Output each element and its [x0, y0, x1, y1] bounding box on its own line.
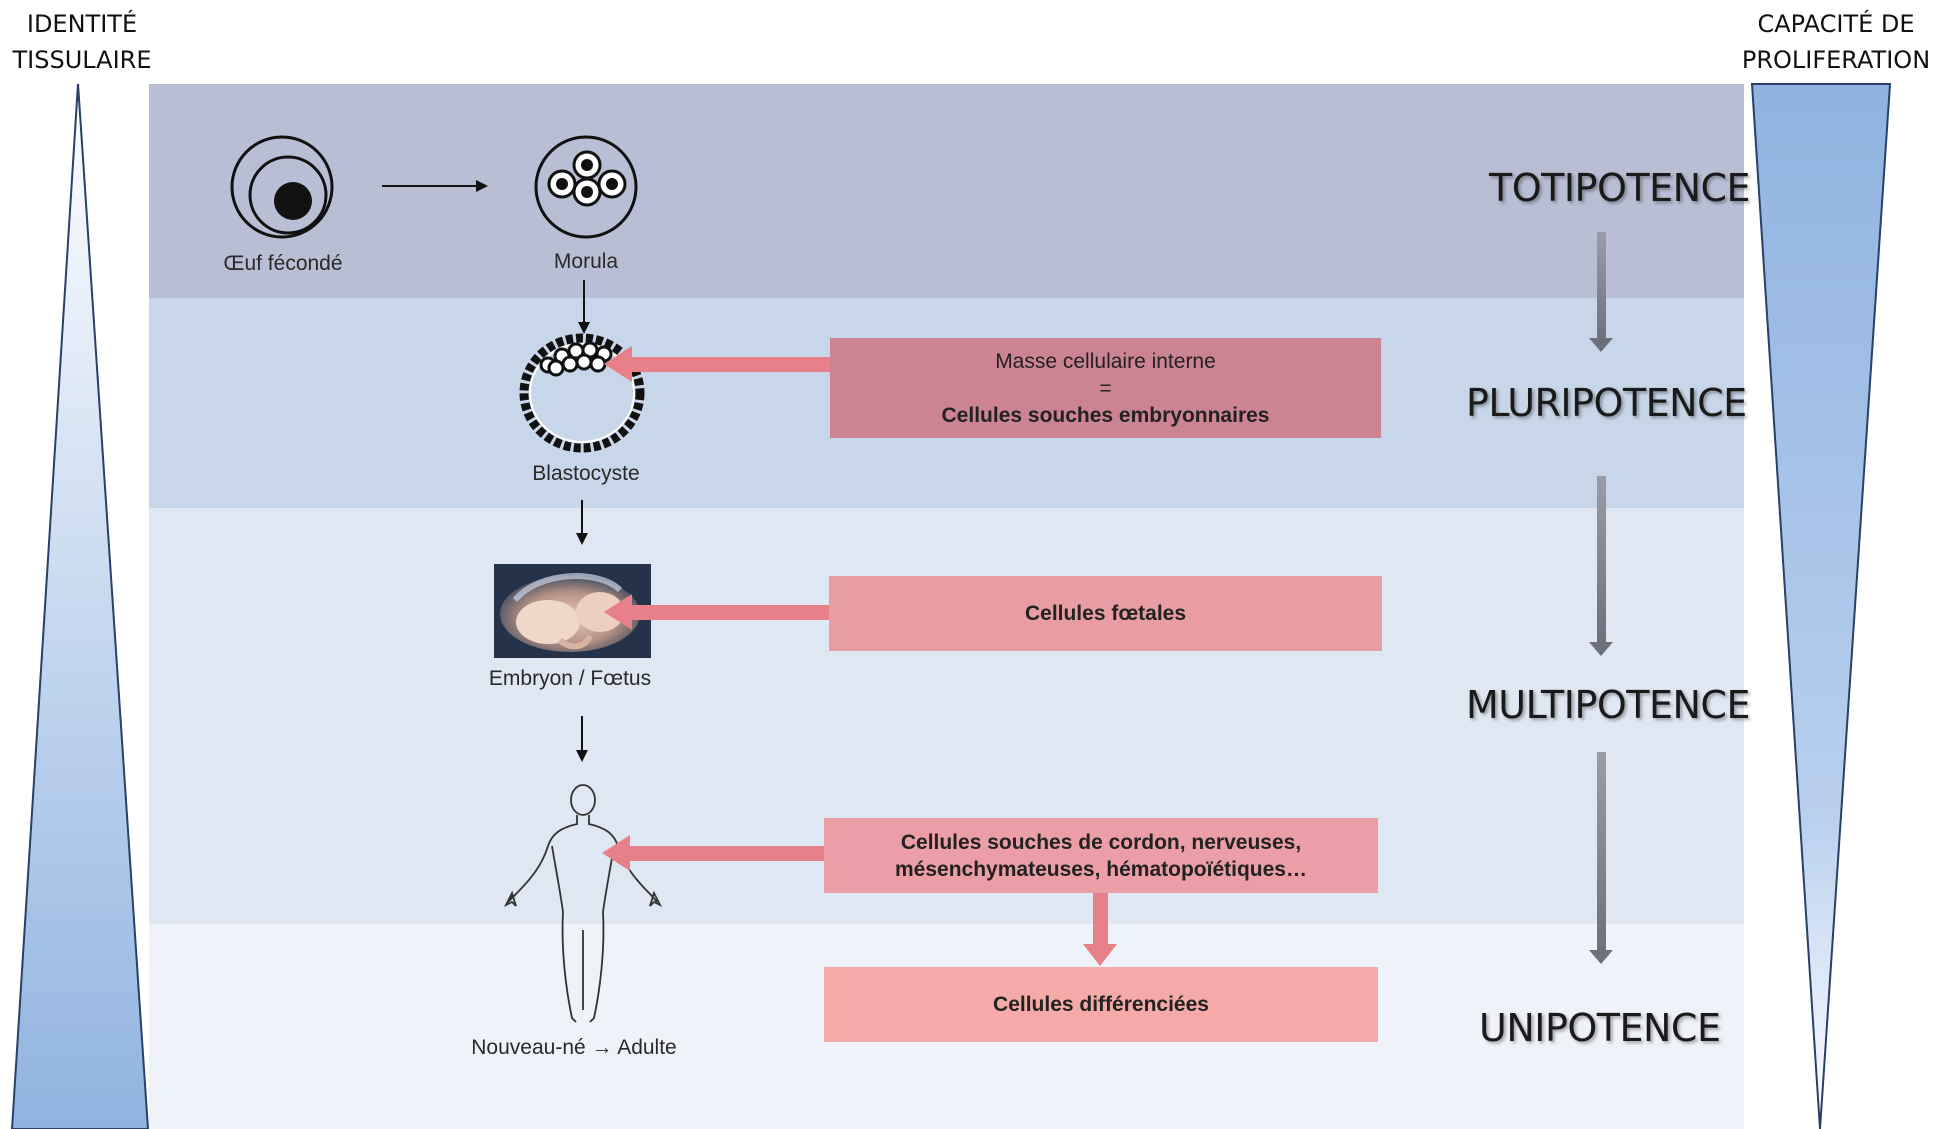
caption-fertilized-egg: Œuf fécondé	[223, 252, 343, 275]
box-adult-stem-cells: Cellules souches de cordon, nerveuses, m…	[824, 818, 1378, 893]
fertilized-egg-icon	[230, 135, 334, 239]
arrow-toti-to-pluri-icon	[1589, 232, 1613, 352]
right-axis-title-line2: PROLIFERATION	[1741, 46, 1931, 74]
arrow-egg-to-morula-icon	[382, 180, 488, 192]
identity-triangle	[10, 83, 150, 1129]
box-fetal-cells: Cellules fœtales	[829, 576, 1382, 651]
box-fetal-cells-label: Cellules fœtales	[1024, 602, 1187, 625]
box-adult-stem-cells-label: Cellules souches de cordon, nerveuses, m…	[895, 830, 1307, 881]
stage-multipotence: MULTIPOTENCE	[1466, 683, 1750, 727]
caption-morula: Morula	[553, 250, 619, 273]
arrow-pluri-to-multi-icon	[1589, 476, 1613, 656]
left-axis-title-line2: TISSULAIRE	[12, 46, 152, 74]
right-axis-title-line1: CAPACITÉ DE	[1757, 10, 1915, 38]
box-inner-cell-mass-line3: Cellules souches embryonnaires	[941, 403, 1270, 427]
morula-icon	[534, 135, 638, 239]
arrow-multi-to-uni-icon	[1589, 752, 1613, 964]
right-axis-title: CAPACITÉ DE PROLIFERATION	[1738, 6, 1934, 78]
caption-adult: Nouveau-né → Adulte	[471, 1036, 677, 1059]
caption-blastocyst: Blastocyste	[532, 462, 640, 485]
band-totipotence	[149, 84, 1744, 298]
stage-totipotence: TOTIPOTENCE	[1489, 166, 1751, 210]
arrow-blastocyst-to-embryo-icon	[576, 500, 588, 545]
arrow-to-differentiated-icon	[1083, 892, 1117, 966]
left-axis-title-line1: IDENTITÉ	[26, 10, 138, 38]
arrow-to-icm-icon	[604, 346, 830, 382]
box-inner-cell-mass-line2: =	[1099, 376, 1112, 400]
embryo-image	[494, 564, 651, 658]
box-differentiated-cells: Cellules différenciées	[824, 967, 1378, 1042]
left-axis-title: IDENTITÉ TISSULAIRE	[10, 6, 154, 78]
stage-pluripotence: PLURIPOTENCE	[1466, 381, 1747, 425]
arrow-embryo-to-adult-icon	[576, 716, 588, 762]
arrow-to-adult-icon	[602, 835, 824, 871]
arrow-morula-to-blastocyst-icon	[578, 280, 590, 334]
box-differentiated-cells-label: Cellules différenciées	[993, 993, 1209, 1016]
caption-embryo: Embryon / Fœtus	[488, 667, 652, 690]
human-silhouette-icon	[503, 784, 663, 1023]
stage-unipotence: UNIPOTENCE	[1479, 1006, 1721, 1050]
box-inner-cell-mass-line1: Masse cellulaire interne	[995, 349, 1216, 373]
arrow-to-fetal-icon	[604, 594, 829, 630]
proliferation-triangle	[1750, 83, 1892, 1129]
box-inner-cell-mass: Masse cellulaire interne = Cellules souc…	[830, 338, 1381, 438]
